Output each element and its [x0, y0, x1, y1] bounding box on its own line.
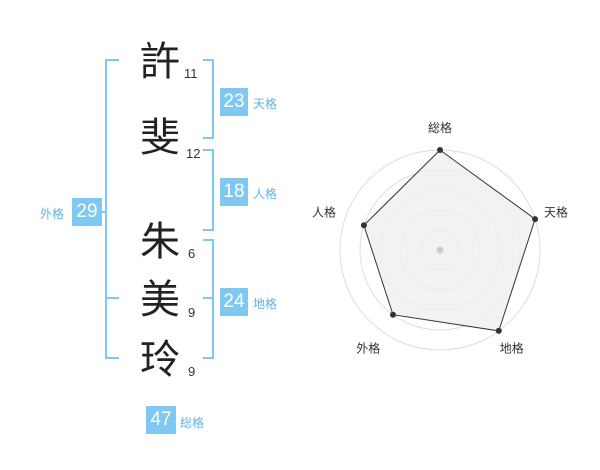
tenkaku-bracket: [203, 59, 214, 139]
radar-axis-label: 人格: [312, 204, 336, 219]
stroke-count: 6: [188, 246, 196, 261]
radar-point: [389, 311, 396, 318]
chikaku-badge: 24: [220, 288, 248, 316]
name-char: 美: [140, 277, 180, 323]
radar-point: [495, 327, 502, 334]
jinkaku-label: 人格: [253, 187, 278, 201]
name-char: 朱: [140, 219, 180, 265]
radar-axis-label: 総格: [428, 120, 452, 135]
tenkaku-badge: 23: [220, 88, 248, 116]
gaikaku-label: 外格: [40, 207, 65, 221]
radar-score-polygon: [363, 149, 536, 332]
chikaku-label: 地格: [253, 297, 278, 311]
jinkaku-bracket: [203, 149, 214, 231]
jinkaku-badge: 18: [220, 178, 248, 206]
soukaku-label: 総格: [180, 416, 205, 430]
name-char: 許: [140, 39, 180, 85]
radar-axis-label: 外格: [356, 341, 380, 356]
gaikaku-bracket: [105, 59, 119, 359]
radar-axis-label: 天格: [544, 204, 568, 219]
stroke-count: 12: [186, 146, 201, 161]
radar-point: [532, 216, 539, 223]
name-char: 斐: [140, 115, 180, 161]
tenkaku-label: 天格: [253, 97, 278, 111]
radar-axis-label: 地格: [500, 341, 524, 356]
soukaku-badge: 47: [146, 406, 176, 434]
name-char: 玲: [140, 337, 180, 383]
radar-point: [437, 147, 443, 153]
radar-point: [360, 222, 367, 229]
radar-center-dot: [436, 246, 444, 254]
stroke-count: 9: [188, 305, 196, 320]
gaikaku-badge: 29: [72, 198, 102, 226]
stroke-count: 9: [188, 364, 196, 379]
stroke-count: 11: [184, 66, 198, 81]
